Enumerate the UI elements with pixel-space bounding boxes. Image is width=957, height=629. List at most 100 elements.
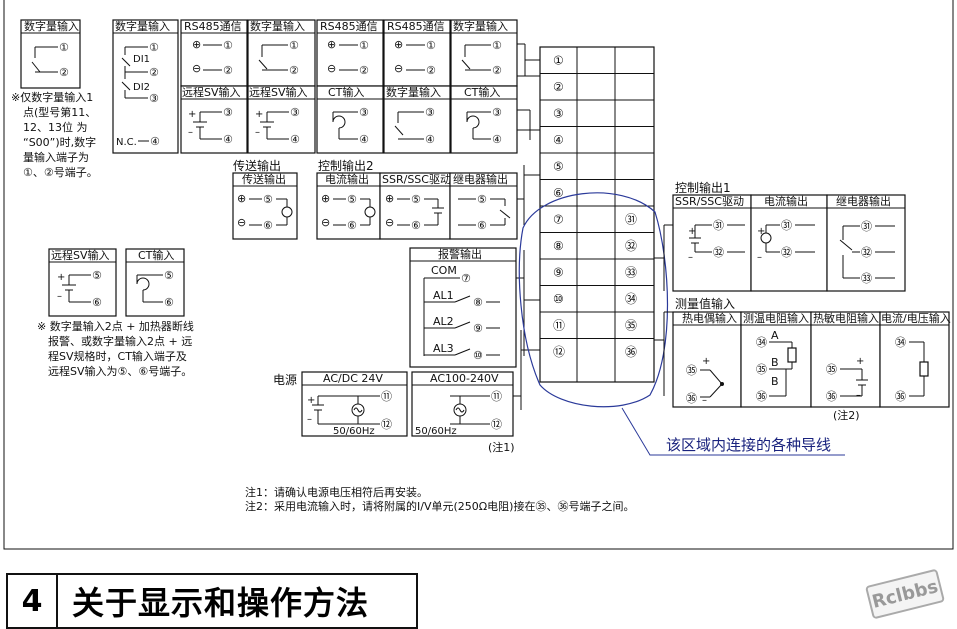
- control1-relay-box: 继电器输出 ㉛ ㉜ ㉝: [826, 194, 906, 292]
- thermocouple-input-box: 热电偶输入 ㉟ ㊱ + –: [672, 311, 742, 408]
- svg-text:②: ②: [426, 64, 436, 77]
- svg-text:–: –: [307, 414, 312, 425]
- svg-text:⑫: ⑫: [381, 418, 392, 431]
- terminal-left-10: ⑩: [553, 292, 564, 306]
- svg-text:⑥: ⑥: [347, 219, 357, 232]
- svg-text:DI1: DI1: [133, 54, 150, 65]
- svg-text:CT输入: CT输入: [464, 85, 500, 99]
- svg-text:②: ②: [359, 64, 369, 77]
- control2-current-box: 电流输出 ⊕ ⊖ ⑤ ⑥: [316, 172, 381, 240]
- svg-text:㉜: ㉜: [861, 246, 872, 259]
- svg-text:数字量输入: 数字量输入: [386, 85, 441, 99]
- power-ac-box: AC100-240V ⑪ ⑫ 50/60Hz: [411, 371, 514, 437]
- svg-text:④: ④: [223, 133, 233, 146]
- svg-text:⑫: ⑫: [491, 418, 502, 431]
- terminal-right-32: ㉜: [625, 239, 637, 253]
- svg-text:电流/电压输入: 电流/电压输入: [881, 311, 951, 325]
- svg-text:+: +: [57, 272, 65, 283]
- svg-text:B: B: [771, 375, 779, 388]
- svg-text:⑧: ⑧: [473, 296, 483, 309]
- terminal-left-3: ③: [553, 107, 564, 121]
- svg-text:程SV规格时，CT输入端子及: 程SV规格时，CT输入端子及: [48, 349, 187, 363]
- power-connectors: [513, 330, 540, 410]
- terminal-left-2: ②: [553, 80, 564, 94]
- digital-input-box-3: 数字量输入 ① ②: [247, 19, 316, 87]
- transfer-group-label: 传送输出: [233, 158, 281, 173]
- svg-text:㊱: ㊱: [686, 392, 697, 405]
- ct-input-box-3: CT输入 ⑤ ⑥: [125, 248, 185, 317]
- svg-text:③: ③: [290, 106, 300, 119]
- svg-text:+: +: [856, 356, 864, 367]
- svg-text:㉜: ㉜: [713, 246, 724, 259]
- svg-text:报警、或数字量输入2点 + 远: 报警、或数字量输入2点 + 远: [48, 334, 192, 348]
- svg-text:③: ③: [149, 92, 159, 105]
- svg-text:㉞: ㉞: [895, 336, 906, 349]
- terminal-left-8: ⑧: [553, 239, 564, 253]
- svg-text:SSR/SSC驱动: SSR/SSC驱动: [382, 173, 451, 186]
- note-bottom-1: 注1：请确认电源电压相符后再安装。: [245, 485, 428, 499]
- rs485-box-1: RS485通信 ⊕ ⊖ ① ②: [180, 19, 248, 87]
- svg-text:继电器输出: 继电器输出: [836, 194, 891, 208]
- terminal-left-9: ⑨: [553, 266, 564, 280]
- alarm-connectors: [516, 250, 540, 356]
- svg-text:B: B: [771, 356, 779, 369]
- svg-text:N.C.: N.C.: [116, 137, 137, 148]
- svg-text:①: ①: [359, 39, 369, 52]
- svg-text:报警输出: 报警输出: [438, 247, 482, 261]
- control1-group-label: 控制输出1: [675, 180, 731, 195]
- svg-text:AL1: AL1: [433, 289, 454, 302]
- svg-text:⑥: ⑥: [263, 219, 273, 232]
- svg-text:⑥: ⑥: [477, 219, 487, 232]
- svg-text:※仅数字量输入1: ※仅数字量输入1: [11, 90, 93, 104]
- svg-text:电流输出: 电流输出: [325, 172, 369, 186]
- svg-text:①: ①: [289, 39, 299, 52]
- current-voltage-input-box: 电流/电压输入 ㉞ ㊱: [879, 311, 951, 408]
- svg-text:②: ②: [492, 64, 502, 77]
- control2-relay-box: 继电器输出 ⑤ ⑥: [449, 172, 518, 240]
- svg-text:远程SV输入: 远程SV输入: [249, 85, 308, 99]
- svg-text:–: –: [188, 127, 193, 138]
- ct-input-box-2: CT输入 ③ ④: [450, 85, 518, 154]
- svg-text:㉛: ㉛: [861, 220, 872, 233]
- note-digital-input-1: ※仅数字量输入1 点(型号第11、 12、13位 为 “S00”)时,数字 量输…: [11, 90, 98, 179]
- svg-text:SSR/SSC驱动: SSR/SSC驱动: [675, 195, 744, 208]
- svg-text:⑩: ⑩: [473, 349, 483, 362]
- svg-text:㉟: ㉟: [686, 364, 697, 377]
- control1-ssr-box: SSR/SSC驱动 + – ㉛ ㉜: [672, 194, 752, 292]
- terminal-left-6: ⑥: [553, 186, 564, 200]
- svg-text:量输入端子为: 量输入端子为: [23, 150, 89, 164]
- svg-text:⊖: ⊖: [321, 216, 330, 229]
- control2-ssr-box: SSR/SSC驱动 ⊕ ⊖ ⑤ ⑥: [379, 172, 451, 240]
- control1-current-box: 电流输出 + – ㉛ ㉜: [750, 194, 828, 292]
- svg-text:AC100-240V: AC100-240V: [430, 372, 499, 385]
- svg-text:–: –: [702, 395, 707, 406]
- svg-text:⊖: ⊖: [394, 62, 403, 75]
- measure-connectors: [654, 311, 673, 396]
- control2-group-label: 控制输出2: [318, 158, 374, 173]
- svg-text:⊕: ⊕: [394, 38, 403, 51]
- svg-text:㉟: ㉟: [756, 363, 767, 376]
- remote-sv-box-2: 远程SV输入 + – ③ ④: [247, 85, 316, 154]
- terminal-left-11: ⑪: [553, 319, 565, 333]
- svg-text:⑤: ⑤: [263, 193, 273, 206]
- svg-text:⊖: ⊖: [237, 216, 246, 229]
- svg-text:⑥: ⑥: [411, 219, 421, 232]
- svg-text:–: –: [757, 252, 762, 263]
- digital-input-box-1: 数字量输入 ① ②: [20, 19, 81, 89]
- power-label: 电源: [273, 373, 297, 387]
- terminal-right-36: ㊱: [625, 345, 637, 359]
- svg-text:+: +: [688, 226, 696, 237]
- svg-text:⊕: ⊕: [385, 192, 394, 205]
- svg-text:12、13位 为: 12、13位 为: [23, 120, 88, 134]
- callout-leader-line: [621, 407, 845, 456]
- svg-text:数字量输入: 数字量输入: [250, 19, 305, 33]
- svg-text:电流输出: 电流输出: [764, 194, 808, 208]
- power-dc-box: AC/DC 24V + – ⑪ ⑫ 50/60Hz: [301, 371, 408, 437]
- svg-text:热电偶输入: 热电偶输入: [682, 311, 737, 325]
- power-note-ref: (注1): [488, 440, 515, 454]
- svg-text:继电器输出: 继电器输出: [453, 172, 508, 186]
- svg-text:AL2: AL2: [433, 315, 454, 328]
- svg-text:㊱: ㊱: [826, 390, 837, 403]
- terminal-left-12: ⑫: [553, 345, 565, 359]
